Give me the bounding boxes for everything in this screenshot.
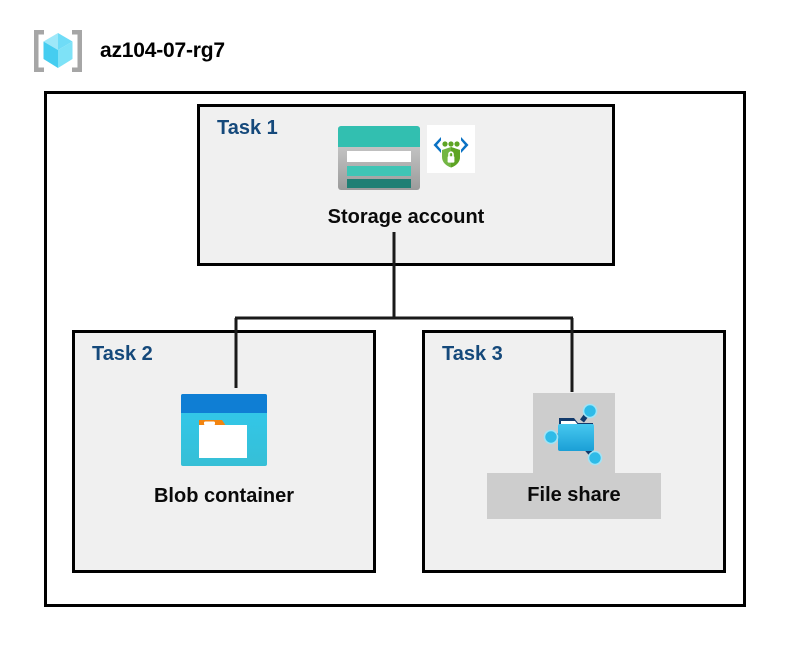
resource-group-title: az104-07-rg7 xyxy=(100,39,225,62)
storage-icon-row xyxy=(337,125,475,196)
task-1-box[interactable]: Task 1 xyxy=(197,104,615,266)
file-share-icon xyxy=(541,403,607,471)
blob-container-caption: Blob container xyxy=(153,485,294,507)
task-1-label: Task 1 xyxy=(217,117,278,139)
task-3-box[interactable]: Task 3 xyxy=(422,330,726,573)
blob-container-icon xyxy=(180,393,268,472)
resource-group-icon xyxy=(30,26,86,76)
file-share-caption: File share xyxy=(487,473,661,519)
task-2-label: Task 2 xyxy=(92,343,153,365)
storage-account-icon xyxy=(337,125,421,196)
storage-account-caption: Storage account xyxy=(327,206,485,228)
node-blob-container[interactable]: Blob container xyxy=(75,393,373,508)
file-share-icon-highlight xyxy=(533,393,615,473)
node-file-share[interactable]: File share xyxy=(425,393,723,519)
task-3-label: Task 3 xyxy=(442,343,503,365)
secure-transfer-shield-icon xyxy=(427,125,475,178)
resource-group-header: az104-07-rg7 xyxy=(30,26,225,76)
task-2-box[interactable]: Task 2 Blob container xyxy=(72,330,376,573)
node-storage-account[interactable]: Storage account xyxy=(200,125,612,229)
